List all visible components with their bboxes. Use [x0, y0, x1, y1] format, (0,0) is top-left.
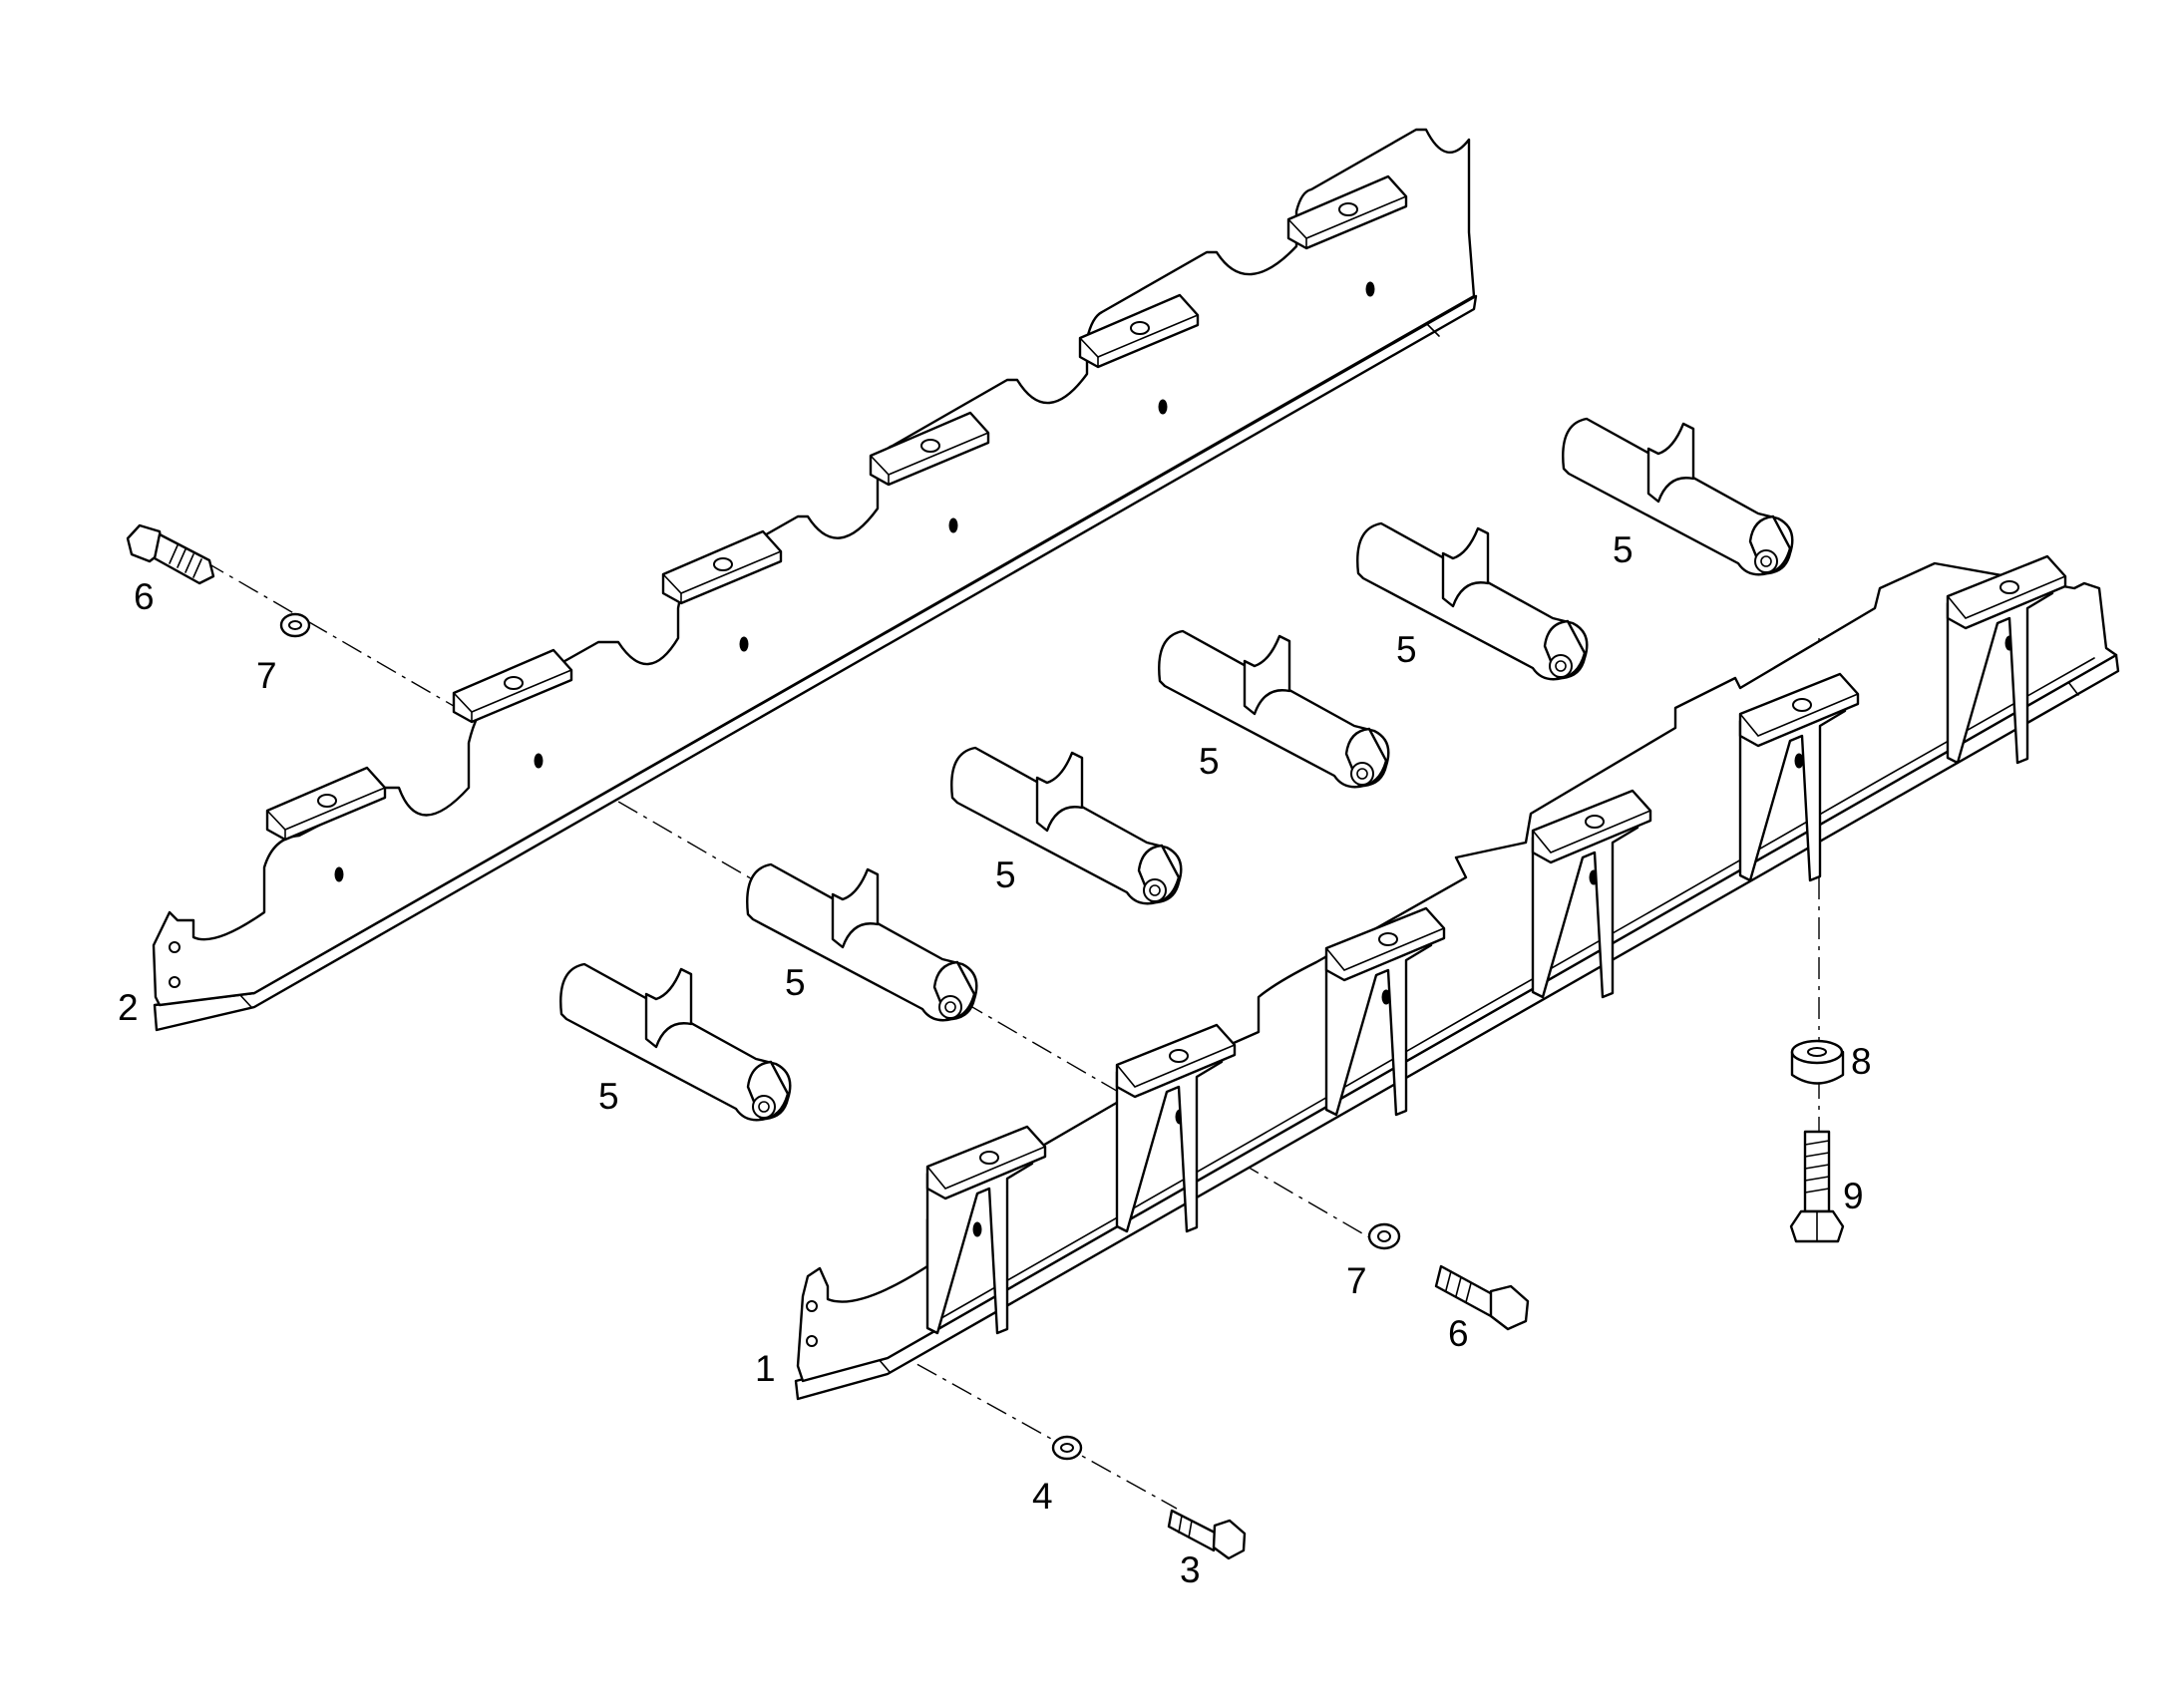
- bearing: [1562, 417, 1794, 576]
- washer-lower: [1367, 1222, 1401, 1250]
- rail-left-base-break2: [1426, 323, 1440, 337]
- callout-7: 7: [256, 655, 277, 696]
- rail-right-hole: [972, 1221, 982, 1237]
- bolt-long-upper: [126, 523, 215, 585]
- callout-7: 7: [1346, 1260, 1367, 1301]
- callout-8: 8: [1851, 1041, 1872, 1082]
- bracket: [1531, 789, 1652, 999]
- mount-plate: [452, 648, 573, 724]
- callout-5: 5: [1199, 741, 1220, 782]
- bearings: [559, 417, 1794, 1122]
- bracket: [925, 1125, 1047, 1335]
- washer-upper: [279, 612, 311, 638]
- rail-left-hole: [1365, 281, 1375, 297]
- callout-5: 5: [785, 962, 806, 1003]
- mount-plate: [265, 766, 387, 842]
- spacer: [1790, 1039, 1845, 1085]
- bolt-short: [1167, 1509, 1247, 1560]
- callout-6: 6: [1448, 1313, 1469, 1354]
- rail-left-base-break: [238, 993, 252, 1008]
- callout-9: 9: [1843, 1176, 1864, 1216]
- rail-left-hole: [1158, 399, 1168, 415]
- bearing: [950, 746, 1183, 905]
- rail-left-end-hole: [169, 976, 181, 988]
- mount-plate: [661, 529, 783, 605]
- callout-3: 3: [1180, 1549, 1201, 1590]
- callout-1: 1: [755, 1348, 776, 1389]
- callout-5: 5: [1396, 629, 1417, 670]
- bearing: [1356, 521, 1589, 681]
- leader-lines: [203, 560, 1820, 1510]
- bolt-long-lower: [1434, 1264, 1530, 1331]
- rail-left-end-hole: [169, 941, 181, 953]
- bracket: [1946, 554, 2067, 765]
- bolt-vertical: [1789, 1130, 1845, 1243]
- mount-plate: [869, 411, 990, 487]
- rail-left-hole: [739, 636, 749, 652]
- callout-5: 5: [598, 1076, 619, 1117]
- bearing: [746, 862, 978, 1022]
- callout-5: 5: [995, 854, 1016, 895]
- callout-2: 2: [118, 987, 139, 1028]
- rail-left-web: [152, 128, 1476, 1007]
- rail-right-rib: [926, 657, 2095, 1327]
- callout-5: 5: [1613, 529, 1634, 570]
- bracket: [1324, 906, 1446, 1117]
- callout-4: 4: [1032, 1476, 1053, 1517]
- callout-labels: 2 1 6 7 5 5 5 5 5 5 8 9 7 6 4 3: [118, 529, 1872, 1590]
- rail-right-brackets: [925, 554, 2067, 1335]
- washer-small: [1051, 1435, 1083, 1461]
- rail-left-hole: [334, 866, 344, 882]
- rail-left-hole: [534, 753, 544, 769]
- bracket: [1738, 672, 1860, 882]
- rail-right-end-hole: [806, 1335, 818, 1347]
- callout-6: 6: [134, 576, 155, 617]
- bearing: [1158, 629, 1390, 789]
- rail-left-plates: [265, 174, 1408, 842]
- rail-right-base-break2: [2067, 681, 2079, 696]
- rail-right-hole: [1794, 753, 1804, 769]
- rail-right-end-hole: [806, 1300, 818, 1312]
- rail-left-hole: [948, 517, 958, 533]
- mount-plate: [1078, 293, 1200, 369]
- mount-plate: [1286, 174, 1408, 250]
- bracket: [1115, 1023, 1237, 1233]
- bearing: [559, 962, 792, 1122]
